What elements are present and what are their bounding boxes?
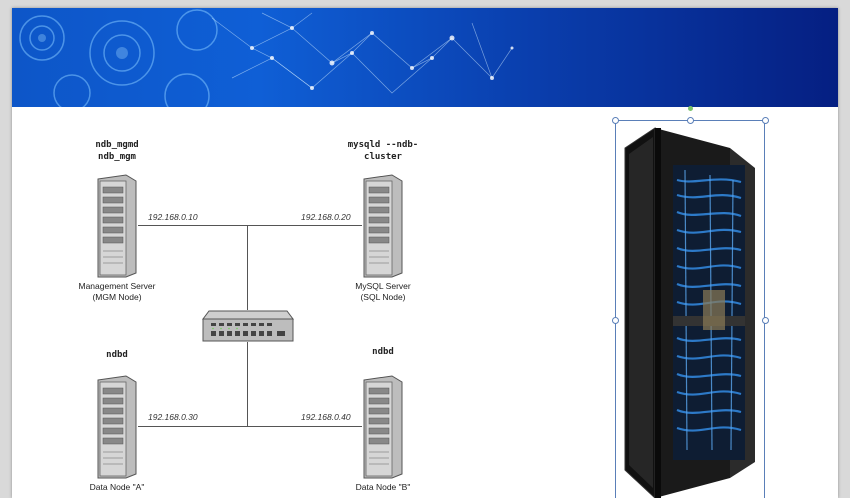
resize-handle-top-right[interactable] — [762, 117, 769, 124]
data-b-process-label: ndbd — [372, 347, 394, 357]
mgm-caption: Management Server (MGM Node) — [62, 281, 172, 303]
data-a-caption: Data Node "A" — [89, 482, 145, 492]
sql-process-label: mysqld --ndb- cluster — [347, 140, 419, 162]
management-server-icon — [97, 174, 137, 278]
data-b-caption: Data Node "B" — [355, 482, 411, 492]
resize-handle-left[interactable] — [612, 317, 619, 324]
data-a-process-label: ndbd — [106, 350, 128, 360]
selection-outline — [615, 120, 765, 498]
network-line-bottom — [138, 426, 362, 427]
sql-caption-line1: MySQL Server — [355, 281, 411, 291]
sql-ip-label: 192.168.0.20 — [301, 212, 351, 222]
network-line-vertical-top — [247, 225, 248, 310]
mysql-server-icon — [363, 174, 403, 278]
data-node-b-server-icon — [363, 375, 403, 479]
network-switch-icon — [202, 310, 294, 342]
data-node-a-server-icon — [97, 375, 137, 479]
mgm-process-label: ndb_mgmd ndb_mgm — [95, 140, 139, 162]
rotate-handle[interactable] — [688, 106, 693, 111]
sql-caption: MySQL Server (SQL Node) — [328, 281, 438, 303]
data-a-ip-label: 192.168.0.30 — [148, 412, 198, 422]
resize-handle-right[interactable] — [762, 317, 769, 324]
mgm-ip-label: 192.168.0.10 — [148, 212, 198, 222]
network-line-top — [138, 225, 362, 226]
mgm-caption-line2: (MGM Node) — [92, 292, 142, 302]
resize-handle-top[interactable] — [687, 117, 694, 124]
slide-canvas[interactable]: ndb_mgmd ndb_mgm mysqld --ndb- cluster n… — [12, 8, 838, 498]
network-line-vertical-bottom — [247, 342, 248, 427]
sql-caption-line2: (SQL Node) — [360, 292, 406, 302]
data-b-ip-label: 192.168.0.40 — [301, 412, 351, 422]
mgm-caption-line1: Management Server — [78, 281, 156, 291]
resize-handle-top-left[interactable] — [612, 117, 619, 124]
server-rack-image[interactable] — [612, 106, 769, 498]
slide-banner-image — [12, 8, 838, 107]
